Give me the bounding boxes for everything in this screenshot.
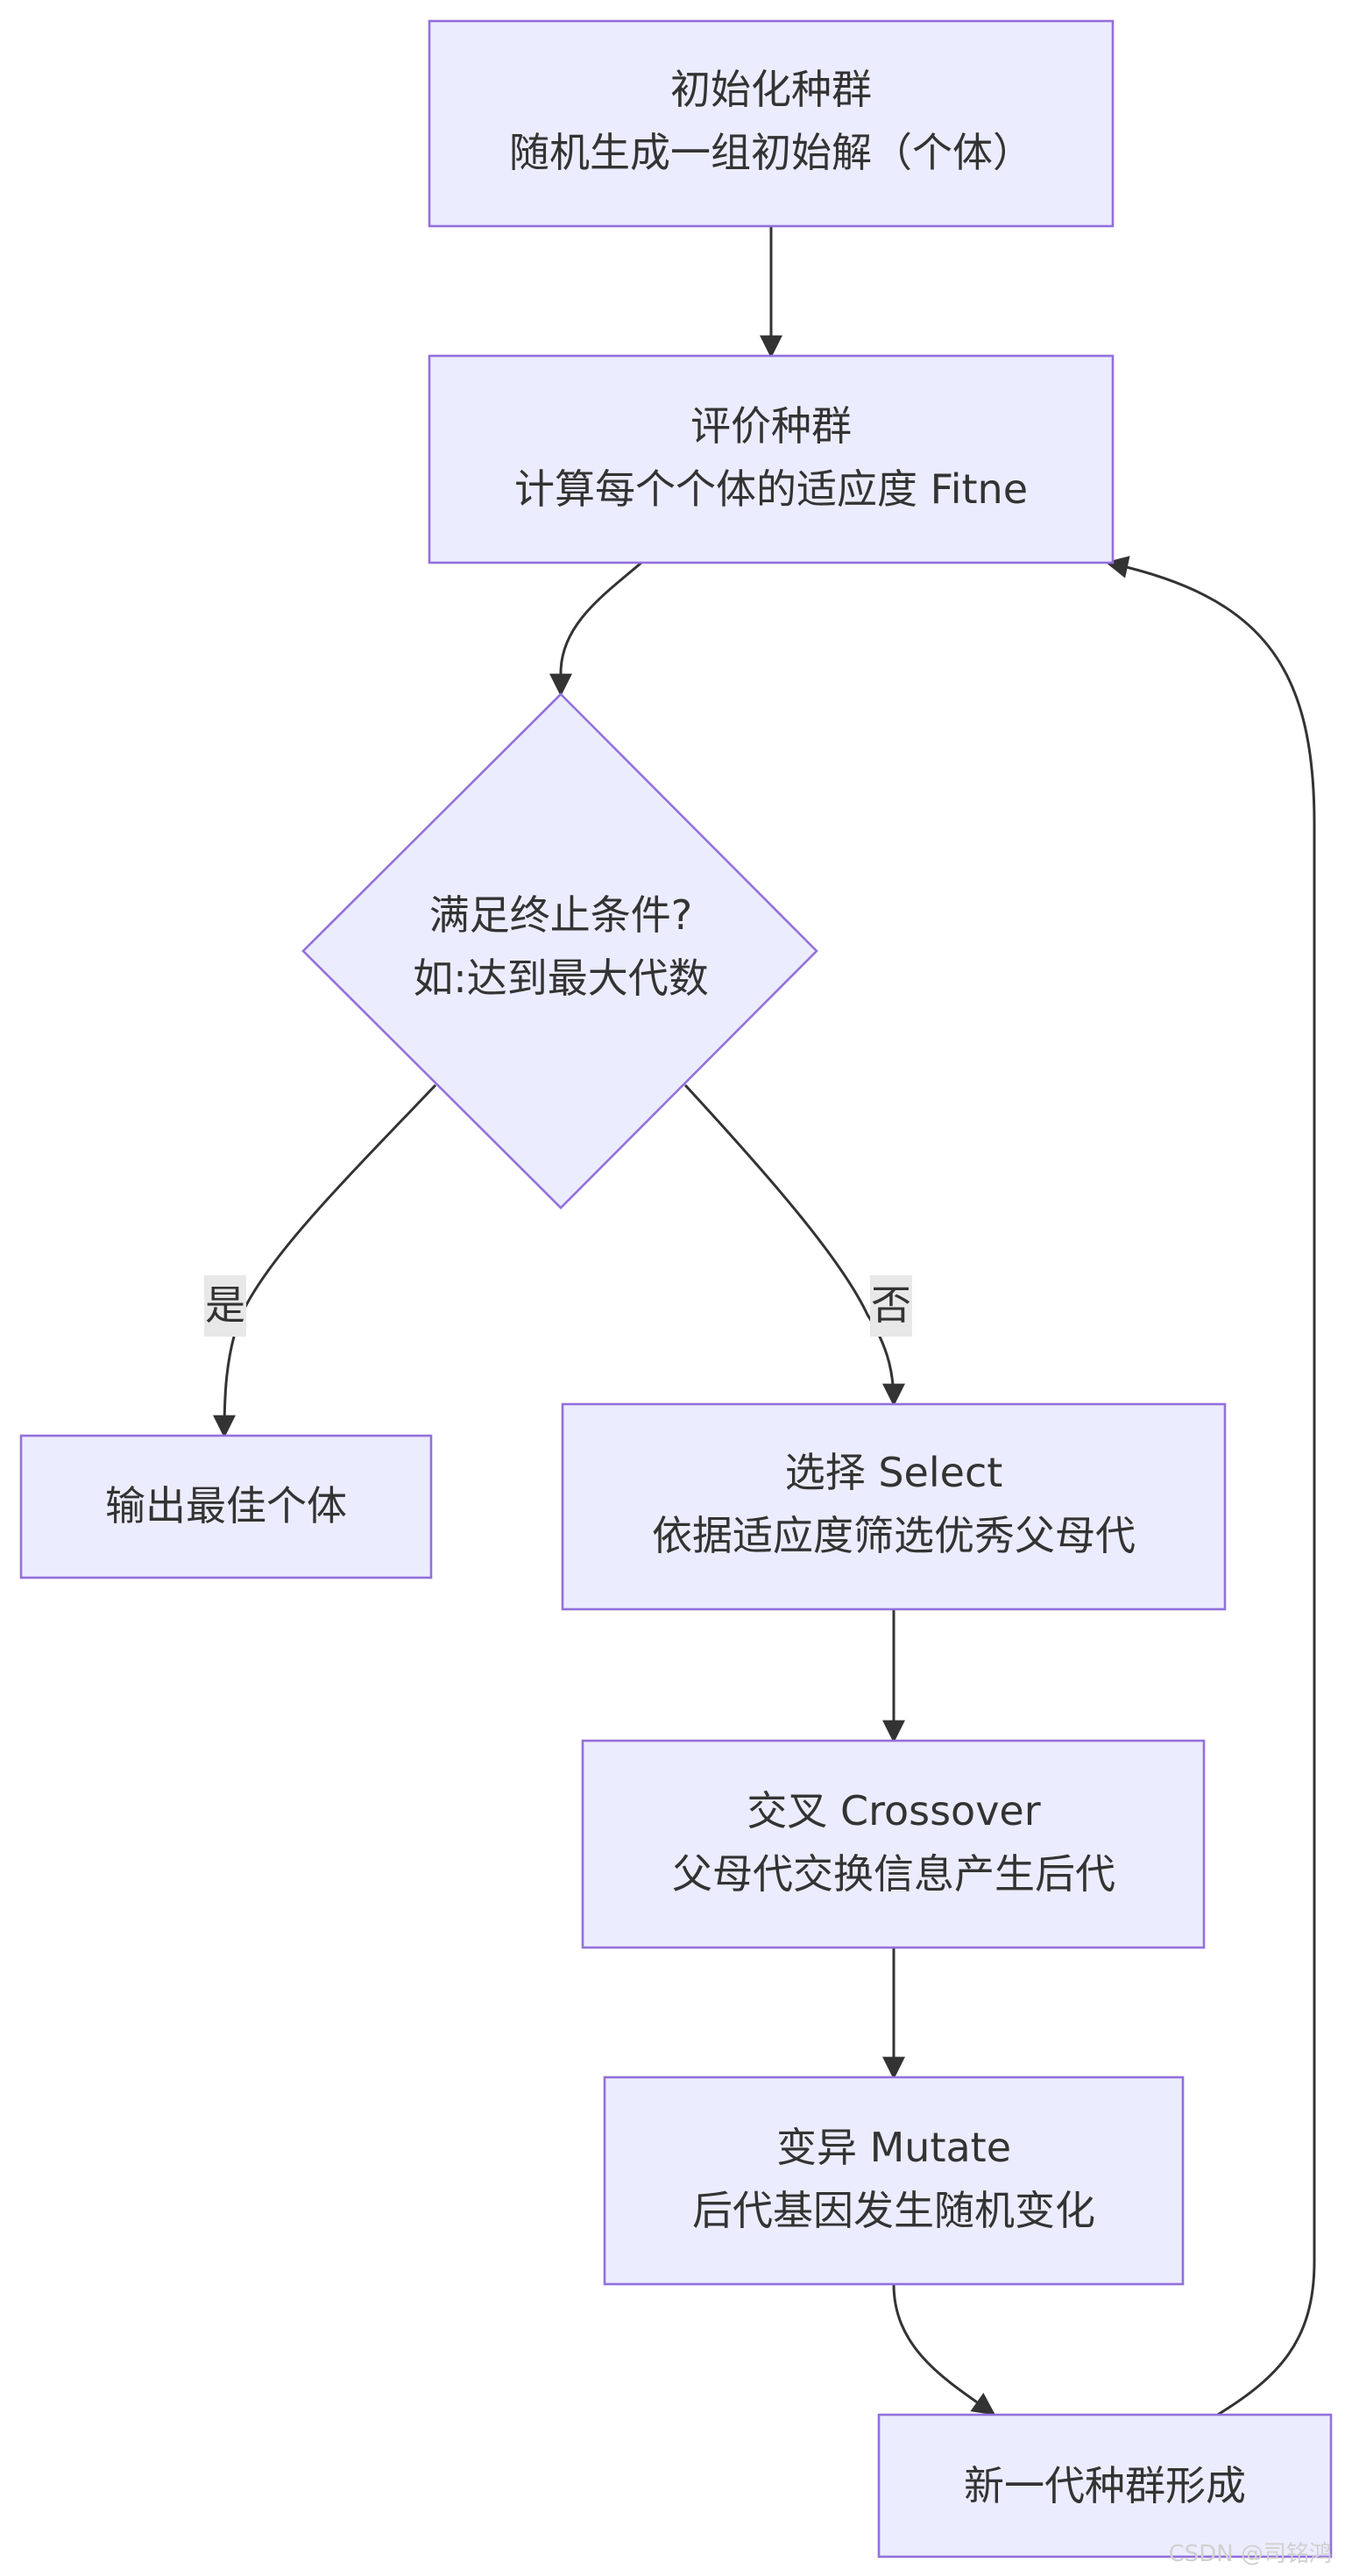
- node-select: 选择 Select 依据适应度筛选优秀父母代: [561, 1402, 1227, 1611]
- node-mutate: 变异 Mutate 后代基因发生随机变化: [603, 2076, 1185, 2286]
- edge-mutate-to-newgen: [892, 2283, 996, 2416]
- edge-label-no: 否: [871, 1281, 911, 1329]
- node-new-generation: 新一代种群形成: [877, 2413, 1333, 2558]
- edge-evaluate-to-decision: [549, 561, 642, 697]
- node-select-line1: 选择 Select: [785, 1449, 1003, 1496]
- node-evaluate-population: 评价种群 计算每个个体的适应度 Fitne: [428, 354, 1115, 564]
- node-init-population: 初始化种群 随机生成一组初始解（个体）: [428, 19, 1115, 228]
- node-termination-decision: 满足终止条件? 如:达到最大代数: [301, 692, 818, 1210]
- node-decision-line1: 满足终止条件?: [429, 891, 692, 939]
- node-mutate-line1: 变异 Mutate: [776, 2124, 1011, 2171]
- watermark-text: CSDN @司铭鸿: [1169, 2541, 1332, 2567]
- node-crossover: 交叉 Crossover 父母代交换信息产生后代: [581, 1739, 1206, 1949]
- node-newgen-line1: 新一代种群形成: [964, 2462, 1246, 2509]
- node-init-line2: 随机生成一组初始解（个体）: [509, 129, 1033, 176]
- edge-decision-to-output: [213, 1083, 437, 1438]
- node-evaluate-line2: 计算每个个体的适应度 Fitne: [514, 465, 1028, 513]
- node-init-line1: 初始化种群: [670, 66, 872, 113]
- node-crossover-line1: 交叉 Crossover: [747, 1787, 1040, 1834]
- edge-label-yes: 是: [205, 1281, 245, 1329]
- edge-decision-to-select: [683, 1083, 905, 1407]
- edge-newgen-to-evaluate: [1105, 556, 1316, 2417]
- edge-label-yes-bg: [204, 1275, 246, 1337]
- node-mutate-line2: 后代基因发生随机变化: [692, 2187, 1095, 2234]
- node-output-best: 输出最佳个体: [19, 1434, 433, 1579]
- node-evaluate-line1: 评价种群: [690, 402, 852, 450]
- node-crossover-line2: 父母代交换信息产生后代: [672, 1850, 1115, 1898]
- edge-label-no-bg: [870, 1275, 912, 1337]
- node-output-line1: 输出最佳个体: [105, 1482, 347, 1529]
- node-decision-line2: 如:达到最大代数: [413, 954, 709, 1002]
- node-select-line2: 依据适应度筛选优秀父母代: [652, 1512, 1136, 1559]
